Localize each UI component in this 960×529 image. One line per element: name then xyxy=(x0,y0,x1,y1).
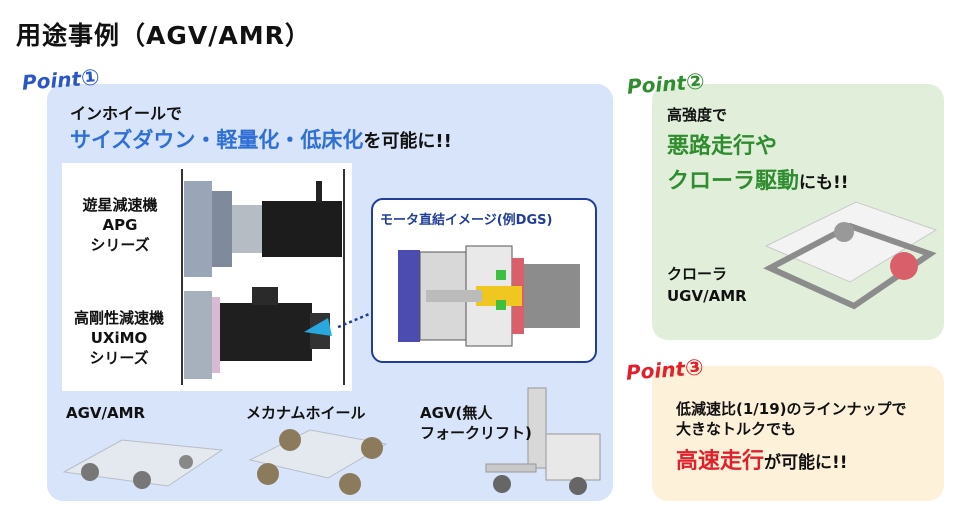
apg-label: 遊星減速機 APG シリーズ xyxy=(66,195,174,255)
uximo-label-line2: UXiMO xyxy=(90,329,148,347)
page-title: 用途事例（AGV/AMR） xyxy=(16,21,311,50)
point1-line1: インホイールで xyxy=(70,104,183,123)
point2-line2: 悪路走行や xyxy=(667,134,778,159)
uximo-label-line3: シリーズ xyxy=(89,349,149,367)
reducer-illustration xyxy=(181,169,345,385)
apg-label-line2: APG xyxy=(102,216,138,234)
point2-panel xyxy=(652,84,944,340)
point3-line2: 大きなトルクでも xyxy=(676,420,797,438)
dgs-cross-section xyxy=(398,245,580,347)
point3-highlight: 高速走行 xyxy=(676,449,765,474)
agv-amr-illustration xyxy=(62,439,224,489)
point1-badge-num: ① xyxy=(80,65,101,92)
pointer-arrow xyxy=(304,310,375,336)
point2-line1: 高強度で xyxy=(667,106,728,124)
point3-line3: 高速走行が可能に!! xyxy=(676,443,848,475)
uximo-label: 高剛性減速機 UXiMO シリーズ xyxy=(60,308,178,368)
apg-label-line1: 遊星減速機 xyxy=(82,196,158,214)
apg-label-line3: シリーズ xyxy=(90,236,150,254)
forklift-label-line2: フォークリフト) xyxy=(420,424,532,442)
point3-tail: が可能に!! xyxy=(764,453,848,473)
crawler-illustration xyxy=(763,201,938,310)
crawler-caption-line1: クローラ xyxy=(667,265,728,283)
point1-highlight: サイズダウン・軽量化・低床化 xyxy=(70,128,364,152)
crawler-caption: クローラ UGV/AMR xyxy=(667,263,747,307)
point3-line1: 低減速比(1/19)のラインナップで xyxy=(676,400,907,418)
point3-panel xyxy=(652,366,944,501)
forklift-label: AGV(無人 フォークリフト) xyxy=(420,403,532,443)
uximo-label-line1: 高剛性減速機 xyxy=(73,309,164,327)
point1-tail: を可能に!! xyxy=(363,131,452,152)
point2-line3: クローラ駆動にも!! xyxy=(667,163,849,195)
agv-amr-label: AGV/AMR xyxy=(66,404,146,422)
forklift-label-line1: AGV(無人 xyxy=(420,404,493,422)
point2-badge-text: Point xyxy=(626,70,687,99)
point3-badge-text: Point xyxy=(625,356,686,385)
inset-title: モータ直結イメージ(例DGS) xyxy=(380,213,553,228)
point1-badge-text: Point xyxy=(21,66,82,95)
forklift-illustration xyxy=(485,387,601,495)
mecanum-label: メカナムホイール xyxy=(246,404,366,422)
point3-badge-num: ③ xyxy=(684,355,705,382)
point1-line2: サイズダウン・軽量化・低床化を可能に!! xyxy=(70,124,452,154)
point2-badge-num: ② xyxy=(685,69,706,96)
point2-tail: にも!! xyxy=(799,173,849,193)
mecanum-illustration xyxy=(248,429,388,495)
point2-highlight: クローラ駆動 xyxy=(667,169,800,194)
crawler-caption-line2: UGV/AMR xyxy=(667,287,747,305)
